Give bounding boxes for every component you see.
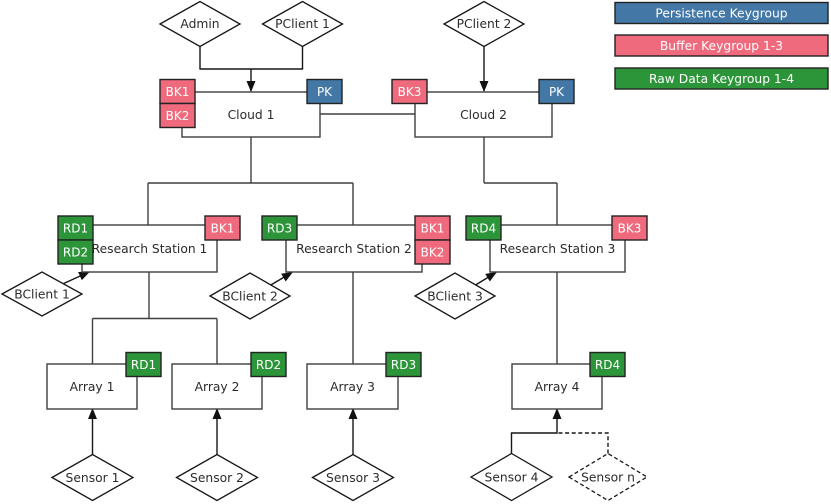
research-station-3-label: Research Station 3 — [500, 242, 616, 256]
array4-badge-rd4 — [589, 351, 626, 378]
sensor-2-diamond — [175, 453, 259, 502]
rs1-badge-bk1-label: BK1 — [211, 222, 235, 236]
array2-badge-rd2 — [250, 351, 287, 378]
research-station-3-box — [489, 224, 626, 273]
array-4-label: Array 4 — [535, 380, 580, 394]
array3-badge-rd3 — [385, 351, 422, 378]
legend-buffer-label: Buffer Keygroup 1-3 — [660, 39, 783, 53]
cloud1-badge-bk2 — [159, 102, 196, 129]
array-1-label: Array 1 — [70, 380, 115, 394]
rs1-badge-rd2 — [57, 239, 94, 265]
cloud2-badge-bk3-label: BK3 — [398, 85, 422, 99]
rs1-badge-rd1-label: RD1 — [63, 222, 88, 236]
sensor-4-diamond — [469, 452, 554, 502]
array-2-box — [171, 363, 263, 410]
rs2-badge-rd3 — [261, 215, 298, 241]
research-station-1-box — [81, 224, 218, 273]
array-3-label: Array 3 — [330, 380, 375, 394]
rs2-badge-bk2 — [414, 239, 451, 265]
cloud-1-label: Cloud 1 — [228, 108, 275, 122]
rs2-badge-bk1-label: BK1 — [421, 222, 445, 236]
array-2-label: Array 2 — [195, 380, 240, 394]
connections — [55, 46, 609, 455]
sensor-1-diamond — [50, 453, 135, 502]
pclient-1-diamond — [261, 0, 344, 48]
cloud1-badge-bk2-label: BK2 — [166, 109, 190, 123]
admin-label: Admin — [180, 17, 219, 31]
sensor-3-diamond — [311, 453, 395, 502]
cloud1-badge-pk — [306, 78, 343, 105]
research-station-2-box — [285, 224, 423, 273]
rs3-badge-bk3-label: BK3 — [618, 222, 642, 236]
research-station-1-label: Research Station 1 — [92, 242, 208, 256]
pclient-2-diamond — [442, 0, 526, 48]
badges: BK1 BK2 PK BK3 PK RD1 RD2 BK1 RD3 BK1 BK… — [57, 78, 648, 378]
cloud1-badge-bk1-label: BK1 — [166, 85, 190, 99]
array-1-box — [46, 363, 138, 410]
rs3-badge-rd4 — [465, 215, 502, 241]
legend-persistence-label: Persistence Keygroup — [655, 7, 787, 21]
legend: Persistence Keygroup Buffer Keygroup 1-3… — [614, 1, 829, 90]
rs2-badge-bk1 — [414, 215, 451, 241]
cloud2-badge-bk3 — [391, 78, 428, 105]
array-4-box — [511, 363, 603, 410]
array1-badge-rd1 — [125, 351, 162, 378]
legend-raw-data-swatch — [614, 67, 829, 90]
sensor-1-label: Sensor 1 — [66, 471, 120, 485]
rs1-badge-rd1 — [57, 215, 94, 241]
pclient-1-label: PClient 1 — [275, 17, 330, 31]
rs1-badge-rd2-label: RD2 — [63, 246, 88, 260]
boxes: Cloud 1 Cloud 2 Research Station 1 Resea… — [46, 91, 626, 410]
bclient-1-diamond — [0, 271, 84, 317]
admin-diamond — [158, 0, 242, 48]
sensor-n-diamond — [567, 452, 649, 502]
rs3-badge-rd4-label: RD4 — [471, 222, 496, 236]
bclient-1-label: BClient 1 — [14, 288, 70, 302]
sensor-3-label: Sensor 3 — [326, 471, 380, 485]
bclient-2-label: BClient 2 — [222, 290, 278, 304]
bclient-2-diamond — [208, 272, 292, 320]
edge-sensor4-to-array4-arrow — [510, 408, 562, 454]
cloud2-badge-pk-label: PK — [549, 85, 565, 99]
pclient-2-label: PClient 2 — [457, 17, 512, 31]
array1-badge-rd1-label: RD1 — [131, 358, 156, 372]
array3-badge-rd3-label: RD3 — [391, 358, 416, 372]
sensor-2-label: Sensor 2 — [190, 471, 244, 485]
array-3-box — [306, 363, 399, 410]
rs1-badge-bk1 — [204, 215, 241, 241]
rs3-badge-bk3 — [611, 215, 648, 241]
legend-persistence-swatch — [614, 1, 829, 25]
cloud1-badge-bk1 — [159, 78, 196, 105]
legend-buffer-swatch — [614, 34, 829, 57]
legend-raw-data-label: Raw Data Keygroup 1-4 — [649, 72, 794, 86]
array2-badge-rd2-label: RD2 — [256, 358, 281, 372]
sensor-4-label: Sensor 4 — [485, 471, 539, 485]
cloud-2-label: Cloud 2 — [460, 108, 507, 122]
diamonds: Admin PClient 1 PClient 2 BClient 1 BCli… — [0, 0, 649, 502]
rs2-badge-rd3-label: RD3 — [267, 222, 292, 236]
rs2-badge-bk2-label: BK2 — [421, 246, 445, 260]
cloud-2-box — [414, 91, 553, 138]
research-station-2-label: Research Station 2 — [296, 242, 412, 256]
edge-sensorn-dashed — [557, 432, 609, 454]
sensor-n-label: Sensor n — [581, 471, 635, 485]
array4-badge-rd4-label: RD4 — [595, 358, 620, 372]
cloud2-badge-pk — [538, 78, 575, 105]
bclient-3-label: BClient 3 — [427, 290, 483, 304]
cloud1-badge-pk-label: PK — [317, 85, 333, 99]
bclient-3-diamond — [413, 272, 497, 320]
